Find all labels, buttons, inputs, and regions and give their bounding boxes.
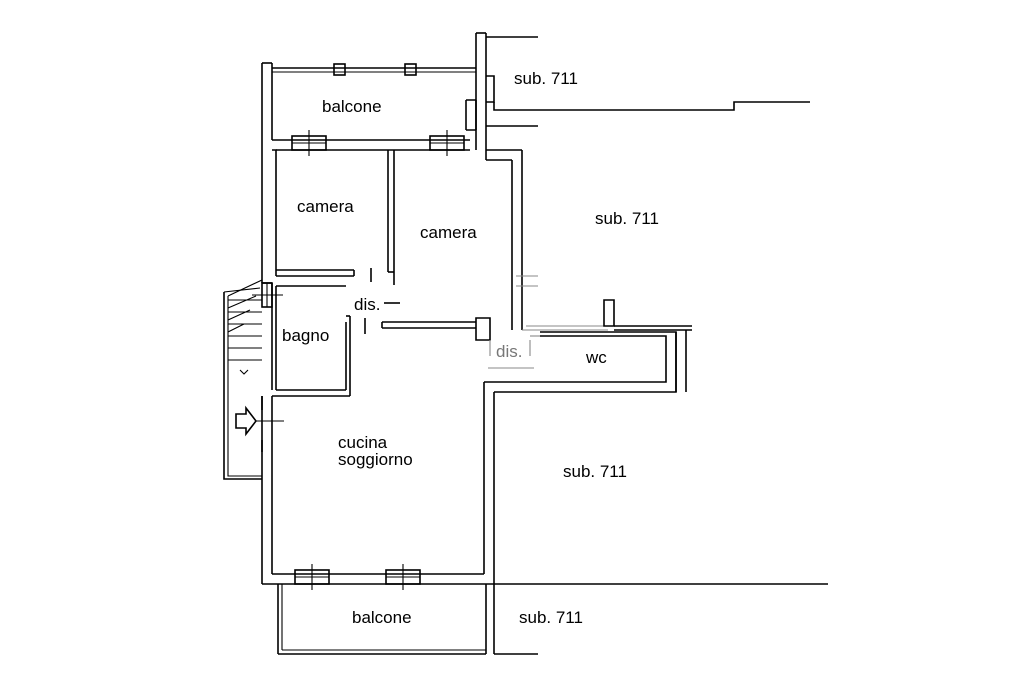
room-label-dis-small: dis. <box>496 342 522 361</box>
wc-zone <box>484 275 692 393</box>
neighbour-label-2: sub. 711 <box>595 209 659 228</box>
room-label-cucina: cucina <box>338 433 388 452</box>
balcony-bottom <box>277 564 487 655</box>
balcony-top <box>272 63 477 131</box>
neighbour-label-1: sub. 711 <box>514 69 578 88</box>
windows-top <box>291 130 465 156</box>
entrance-arrow-icon <box>235 405 258 437</box>
room-label-dis-main: dis. <box>354 295 380 314</box>
room-label-camera-right: camera <box>420 223 477 242</box>
interior-walls <box>252 149 491 452</box>
staircase-icon <box>223 279 263 480</box>
room-label-balcone-bottom: balcone <box>352 608 412 627</box>
neighbour-boundaries <box>486 36 828 655</box>
neighbour-label-3: sub. 711 <box>563 462 627 481</box>
exterior-walls <box>261 32 523 585</box>
room-label-wc: wc <box>585 348 607 367</box>
neighbour-label-4: sub. 711 <box>519 608 583 627</box>
room-label-bagno: bagno <box>282 326 329 345</box>
room-label-camera-left: camera <box>297 197 354 216</box>
room-label-soggiorno: soggiorno <box>338 450 413 469</box>
room-label-balcone-top: balcone <box>322 97 382 116</box>
